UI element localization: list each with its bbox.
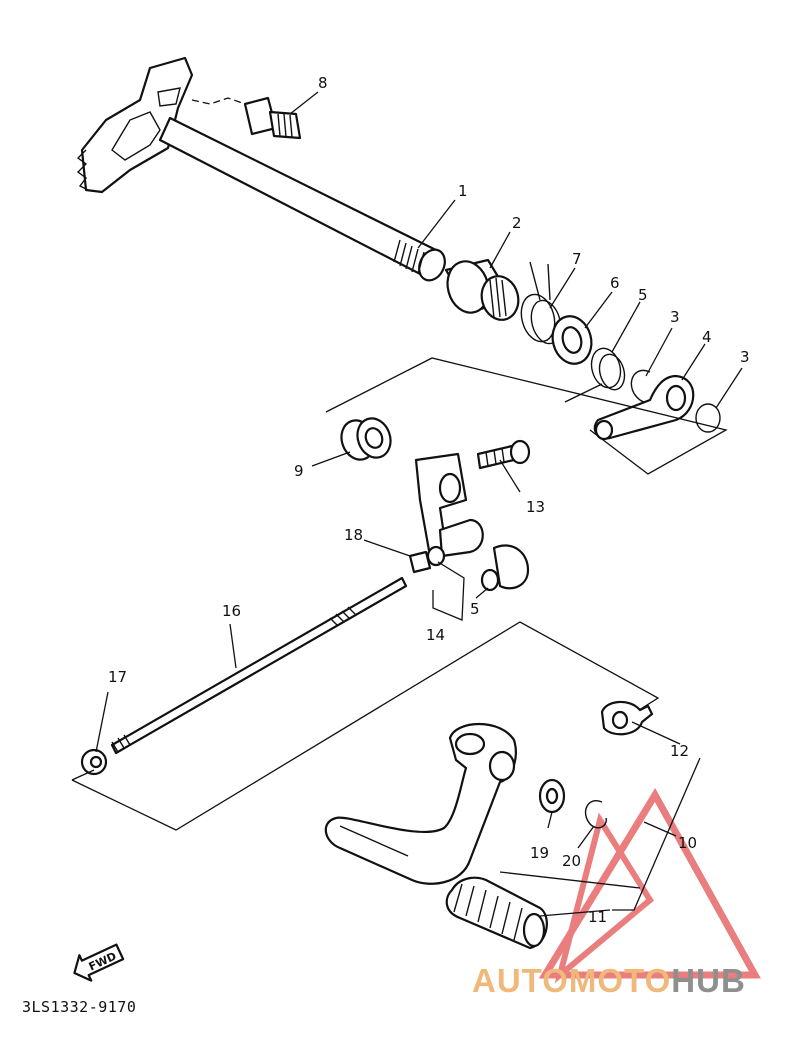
group-outline-lower	[71, 621, 660, 831]
washer-19	[538, 778, 566, 814]
circlip-20	[584, 800, 607, 829]
callout-16: 16	[222, 602, 241, 620]
rod-end-joint	[480, 544, 530, 592]
callout-12: 12	[670, 742, 689, 760]
callout-5b: 5	[470, 600, 480, 618]
group-outline-upper	[325, 357, 728, 475]
watermark-logo-mark	[538, 788, 761, 984]
torsion-spring	[520, 261, 562, 345]
stopper-lever	[593, 374, 695, 441]
callout-7: 7	[572, 250, 582, 268]
callout-9: 9	[294, 462, 304, 480]
callout-6: 6	[610, 274, 620, 292]
nut-18	[408, 550, 432, 574]
callout-2: 2	[512, 214, 522, 232]
watermark-text-part1: AUTOMOTO	[472, 962, 672, 999]
watermark-logo-text: AUTOMOTOHUB	[472, 962, 746, 1000]
pedal-rubber	[445, 876, 548, 950]
stud-bolt	[191, 96, 302, 140]
callouts: 1 2 3 3 4 5 5 6 7 8 9 10 11 12 13 14 16 …	[108, 74, 750, 926]
drawing-code: 3LS1332-9170	[22, 998, 137, 1016]
circlip-3b	[695, 403, 721, 433]
callout-20: 20	[562, 852, 581, 870]
watermark-text-part2: HUB	[671, 962, 746, 999]
callout-1: 1	[458, 182, 468, 200]
callout-11: 11	[588, 908, 607, 926]
callout-10: 10	[678, 834, 697, 852]
nut-17	[80, 748, 108, 776]
callout-3a: 3	[670, 308, 680, 326]
spring-5	[564, 347, 626, 403]
callout-14: 14	[426, 626, 445, 644]
callout-3b: 3	[740, 348, 750, 366]
callout-17: 17	[108, 668, 127, 686]
callout-19: 19	[530, 844, 549, 862]
shift-pedal	[324, 722, 517, 885]
callout-8: 8	[318, 74, 328, 92]
callout-13: 13	[526, 498, 545, 516]
callout-18: 18	[344, 526, 363, 544]
callout-4: 4	[702, 328, 712, 346]
shift-shaft	[76, 56, 446, 282]
leader-lines	[95, 91, 743, 917]
collar	[444, 258, 520, 321]
shift-arm	[414, 452, 484, 567]
shift-rod	[110, 576, 408, 755]
washer-6	[551, 315, 593, 365]
callout-5a: 5	[638, 286, 648, 304]
fwd-arrow: FWD	[73, 943, 125, 982]
bolt-13	[476, 439, 531, 470]
clevis	[600, 700, 654, 736]
bearing	[340, 417, 392, 461]
